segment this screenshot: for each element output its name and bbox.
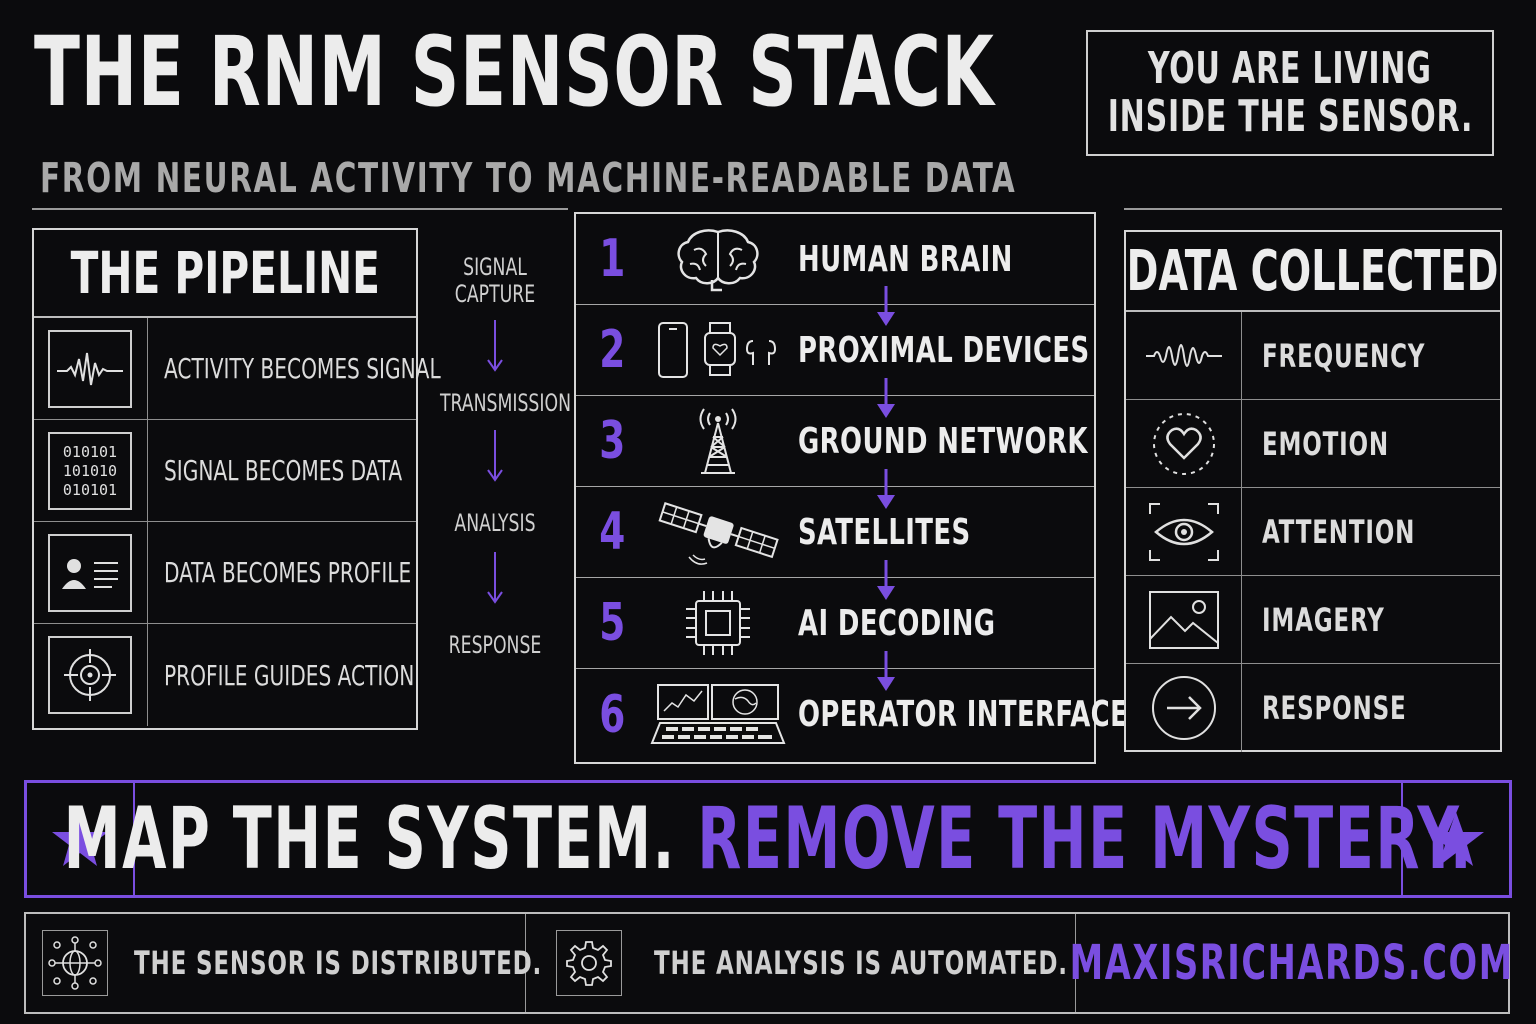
flow-step-capture: CAPTURE <box>454 280 536 308</box>
chip-icon <box>648 584 788 662</box>
sensor-stack-panel: 1 HUMAN BRAIN 2 PROXIMAL DEVICES 3 GROUN… <box>574 212 1128 764</box>
data-collected-item: FREQUENCY <box>1126 312 1500 400</box>
stack-layer-number: 5 <box>599 593 626 653</box>
image-icon <box>1126 576 1242 663</box>
star-icon <box>1401 783 1509 895</box>
footer-text-distributed: THE SENSOR IS DISTRIBUTED. <box>134 944 543 982</box>
stack-arrow-down-icon <box>877 286 895 326</box>
pipeline-title: THE PIPELINE <box>34 230 416 318</box>
stack-layer-label: GROUND NETWORK <box>798 420 1088 462</box>
data-collected-label: IMAGERY <box>1262 600 1385 639</box>
stack-arrow-down-icon <box>877 560 895 600</box>
devices-icon <box>648 311 788 389</box>
stack-arrow-down-icon <box>877 651 895 691</box>
website-link[interactable]: MAXISRICHARDS.COM <box>1069 935 1515 991</box>
tagline-line-2: INSIDE THE SENSOR. <box>1107 91 1473 142</box>
flow-column: SIGNAL CAPTURE <box>430 254 560 308</box>
stack-layer-number: 6 <box>599 684 626 745</box>
cell-tower-icon <box>648 402 788 480</box>
flow-arrow-down-icon <box>487 430 503 482</box>
stack-layer-label: SATELLITES <box>798 511 971 553</box>
data-collected-title: DATA COLLECTED <box>1126 232 1500 312</box>
footer: THE SENSOR IS DISTRIBUTED. THE ANALYSIS … <box>24 912 1513 1014</box>
pipeline-item: PROFILE GUIDES ACTION <box>34 624 416 726</box>
pipeline-item-label: PROFILE GUIDES ACTION <box>164 658 415 692</box>
stack-layer-number: 1 <box>599 229 626 289</box>
data-collected-label: EMOTION <box>1262 424 1389 463</box>
network-globe-icon <box>42 930 108 996</box>
header-divider <box>32 208 568 210</box>
data-collected-label: RESPONSE <box>1262 689 1407 727</box>
pipeline-item-label: SIGNAL BECOMES DATA <box>164 454 403 487</box>
flow-arrow-down-icon <box>487 320 503 372</box>
brain-icon <box>648 220 788 298</box>
gear-icon <box>556 930 622 996</box>
stack-layer-label: OPERATOR INTERFACE <box>798 694 1129 735</box>
banner-text-primary: MAP THE SYSTEM. <box>63 789 676 889</box>
data-collected-item: IMAGERY <box>1126 576 1500 664</box>
data-collected-label: FREQUENCY <box>1262 336 1426 375</box>
pipeline-item: ACTIVITY BECOMES SIGNAL <box>34 318 441 420</box>
header-divider-right <box>1124 208 1502 210</box>
waveform-icon <box>48 330 132 408</box>
flow-step-signal: SIGNAL <box>463 253 527 281</box>
console-icon <box>648 675 788 753</box>
flow-step-response: RESPONSE <box>448 631 542 659</box>
stack-layer: 1 HUMAN BRAIN <box>576 214 1094 305</box>
flow-step-transmission: TRANSMISSION <box>440 389 572 417</box>
footer-item-automated: THE ANALYSIS IS AUTOMATED. <box>526 914 1076 1012</box>
tagline-box: YOU ARE LIVING INSIDE THE SENSOR. <box>1086 30 1494 156</box>
stack-arrow-down-icon <box>877 378 895 418</box>
profile-card-icon <box>48 534 132 612</box>
stack-layer-label: AI DECODING <box>798 602 996 644</box>
stack-layer: 6 OPERATOR INTERFACE <box>576 669 1128 760</box>
data-collected-panel: DATA COLLECTED FREQUENCY EMOTION ATTENTI… <box>1124 230 1502 752</box>
stack-layer-number: 3 <box>599 411 626 471</box>
eye-icon <box>1126 488 1242 575</box>
frequency-icon <box>1126 312 1242 399</box>
binary-icon: 010101 101010 010101 <box>48 432 132 510</box>
crosshair-icon <box>48 636 132 714</box>
star-icon <box>27 783 135 895</box>
stack-layer: 5 AI DECODING <box>576 578 1094 669</box>
stack-layer: 3 GROUND NETWORK <box>576 396 1094 487</box>
footer-item-distributed: THE SENSOR IS DISTRIBUTED. <box>26 914 541 1012</box>
stack-layer-label: PROXIMAL DEVICES <box>798 329 1090 371</box>
stack-layer: 2 PROXIMAL DEVICES <box>576 305 1094 396</box>
footer-text-automated: THE ANALYSIS IS AUTOMATED. <box>654 944 1068 982</box>
footer-site: MAXISRICHARDS.COM <box>1070 914 1513 1012</box>
banner-text-accent: REMOVE THE MYSTERY. <box>696 789 1473 889</box>
stack-arrow-down-icon <box>877 469 895 509</box>
page-subtitle: FROM NEURAL ACTIVITY TO MACHINE-READABLE… <box>40 154 1017 202</box>
data-collected-item: EMOTION <box>1126 400 1500 488</box>
data-collected-label: ATTENTION <box>1262 512 1416 551</box>
slogan-banner: MAP THE SYSTEM. REMOVE THE MYSTERY. <box>24 780 1512 898</box>
flow-step-analysis: ANALYSIS <box>454 509 536 537</box>
data-collected-item: ATTENTION <box>1126 488 1500 576</box>
stack-layer-number: 2 <box>599 320 626 380</box>
page-title: THE RNM SENSOR STACK <box>34 16 995 128</box>
stack-layer: 4 SATELLITES <box>576 487 1094 578</box>
stack-layer-number: 4 <box>599 502 626 562</box>
pipeline-item-label: ACTIVITY BECOMES SIGNAL <box>164 352 441 385</box>
arrow-right-icon <box>1126 664 1242 752</box>
pipeline-panel: THE PIPELINE ACTIVITY BECOMES SIGNAL 010… <box>32 228 441 730</box>
satellite-icon <box>648 493 788 571</box>
flow-arrow-down-icon <box>487 552 503 604</box>
pipeline-item: DATA BECOMES PROFILE <box>34 522 416 624</box>
tagline-line-1: YOU ARE LIVING <box>1148 43 1432 94</box>
data-collected-item: RESPONSE <box>1126 664 1500 752</box>
pipeline-item-label: DATA BECOMES PROFILE <box>164 556 412 589</box>
pipeline-item: 010101 101010 010101 SIGNAL BECOMES DATA <box>34 420 416 522</box>
stack-layer-label: HUMAN BRAIN <box>798 238 1013 280</box>
heart-icon <box>1126 400 1242 487</box>
